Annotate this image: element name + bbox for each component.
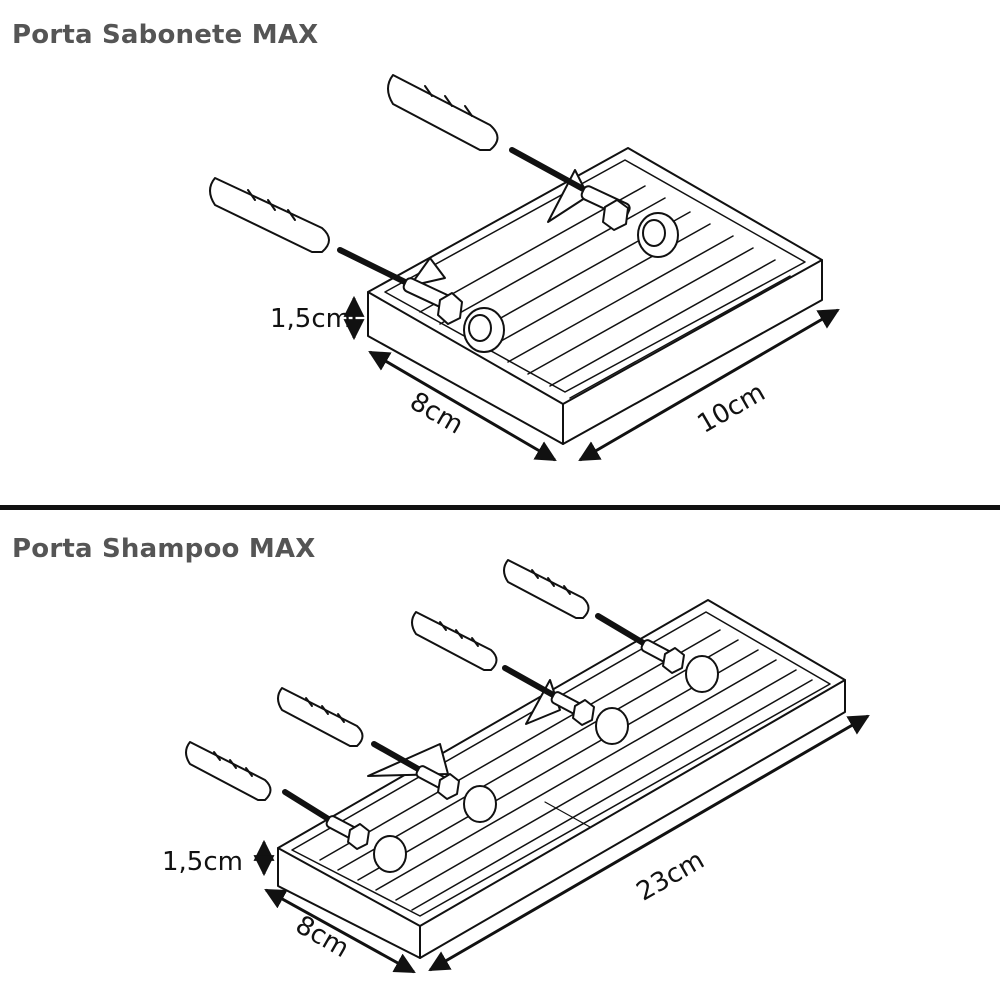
shampoo-holder-title: Porta Shampoo MAX	[12, 534, 316, 564]
soap-depth-arrow	[368, 350, 557, 462]
shampoo-holder-section: Porta Shampoo MAX	[0, 512, 1000, 1000]
shampoo-height-label: 1,5cm	[162, 847, 243, 877]
shampoo-wall-plug-4	[503, 559, 590, 619]
soap-depth-label: 8cm	[405, 387, 469, 441]
shampoo-width-arrow	[428, 714, 870, 972]
soap-screw-right	[509, 147, 679, 258]
soap-holder-title: Porta Sabonete MAX	[12, 20, 319, 50]
soap-wall-plug-right	[387, 74, 499, 151]
shampoo-wall-plug-2	[277, 687, 364, 747]
shampoo-width-label: 23cm	[632, 845, 710, 907]
soap-holder-section: Porta Sabonete MAX	[12, 20, 840, 462]
soap-wall-plug-left	[209, 177, 330, 253]
soap-holder-diagram: 1,5cm 8cm 10cm	[209, 74, 840, 462]
shampoo-holder-diagram: 1,5cm 8cm 23cm	[162, 559, 870, 974]
soap-height-label: 1,5cm	[270, 304, 351, 334]
soap-width-arrow	[578, 308, 840, 462]
section-divider	[0, 505, 1000, 510]
shampoo-wall-plug-1	[185, 741, 272, 801]
shampoo-wall-plug-3	[411, 611, 498, 671]
shampoo-depth-arrow	[264, 888, 416, 974]
shampoo-screw-4	[595, 613, 719, 693]
shampoo-screw-1	[282, 789, 407, 873]
